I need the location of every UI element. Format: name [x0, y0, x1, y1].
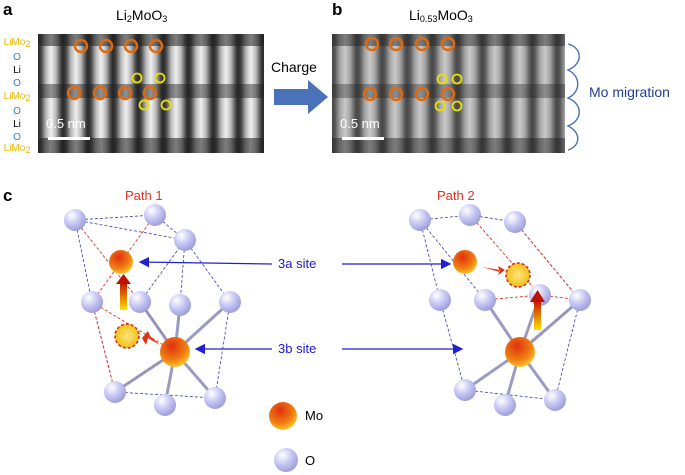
layer-li-1: Li	[13, 65, 21, 76]
o-atom	[504, 211, 526, 233]
o-atom	[204, 387, 226, 409]
li-ring	[154, 72, 166, 84]
legend-o-label: O	[305, 453, 316, 468]
o-atom	[429, 289, 451, 311]
mo-ring	[66, 85, 82, 101]
o-atom	[459, 204, 481, 226]
o-atom	[81, 291, 103, 313]
o-atom	[104, 381, 126, 403]
layer-o-4: O	[13, 132, 21, 143]
path-2-label: Path 2	[437, 188, 475, 203]
li-ring	[451, 100, 463, 112]
li-ring	[131, 72, 143, 84]
vacancy-site	[505, 262, 531, 288]
panel-letter-a: a	[3, 0, 13, 19]
li-ring	[138, 99, 150, 111]
o-atom	[64, 209, 86, 231]
li-ring	[434, 100, 446, 112]
layer-limo2-mid: LiMo2	[3, 91, 31, 104]
mo-ring	[123, 38, 139, 54]
scale-bar-label-b: 0.5 nm	[340, 116, 380, 131]
mo-ring	[117, 85, 133, 101]
o-atom	[219, 291, 241, 313]
stem-image-a: 0.5 nm	[38, 34, 264, 153]
charge-label: Charge	[271, 59, 317, 75]
mo-ring	[440, 86, 456, 102]
mo-ring	[148, 38, 164, 54]
o-atom	[174, 229, 196, 251]
mo-ring	[364, 36, 380, 52]
mo-ring	[388, 36, 404, 52]
panel-letter-c: c	[3, 186, 13, 205]
crystal-diagram	[64, 204, 591, 472]
mo-migration-label: Mo migration	[589, 84, 670, 100]
migration-brace	[566, 43, 580, 151]
panel-b-title: Li0.53MoO3	[409, 7, 473, 24]
mo-ring	[98, 38, 114, 54]
o-atom	[169, 294, 191, 316]
mo-atom-3a	[453, 250, 477, 274]
mo-ring	[142, 85, 158, 101]
o-atom	[494, 394, 516, 416]
panel-a-title: Li2MoO3	[116, 7, 168, 24]
charge-arrow	[274, 80, 328, 114]
legend-mo-sphere	[269, 402, 297, 430]
structure-path-2	[409, 204, 591, 416]
layer-o-2: O	[13, 78, 21, 89]
mo-atom-3a	[109, 250, 133, 274]
layer-limo2-bottom: LiMo2	[3, 143, 31, 156]
li-ring	[451, 73, 463, 85]
path-1-label: Path 1	[125, 188, 163, 203]
o-atom	[144, 204, 166, 226]
mo-ring	[414, 86, 430, 102]
o-atom	[569, 289, 591, 311]
layer-limo2-top: LiMo2	[3, 37, 31, 50]
scale-bar-label-a: 0.5 nm	[46, 116, 86, 131]
o-atom	[454, 379, 476, 401]
mo-atom-3b	[505, 337, 535, 367]
o-atom	[154, 394, 176, 416]
structure-path-1	[64, 204, 241, 416]
legend-mo-label: Mo	[305, 408, 324, 423]
layer-o-1: O	[13, 52, 21, 63]
li-ring	[160, 99, 172, 111]
mo-ring	[414, 36, 430, 52]
o-atom	[544, 389, 566, 411]
mo-ring	[440, 36, 456, 52]
layer-li-2: Li	[13, 119, 21, 130]
mo-ring	[388, 86, 404, 102]
o-atom	[129, 291, 151, 313]
o-atom	[409, 209, 431, 231]
mo-ring	[92, 85, 108, 101]
o-atom	[474, 289, 496, 311]
stem-image-b: 0.5 nm	[332, 34, 565, 153]
vacancy-site	[114, 323, 140, 349]
layer-o-3: O	[13, 106, 21, 117]
mo-atom-3b	[160, 337, 190, 367]
li-ring	[436, 73, 448, 85]
mo-ring	[73, 38, 89, 54]
legend-o-sphere	[274, 448, 298, 472]
mo-ring	[362, 86, 378, 102]
panel-letter-b: b	[332, 0, 343, 19]
site-3a-label: 3a site	[278, 256, 317, 271]
site-3b-label: 3b site	[278, 341, 317, 356]
